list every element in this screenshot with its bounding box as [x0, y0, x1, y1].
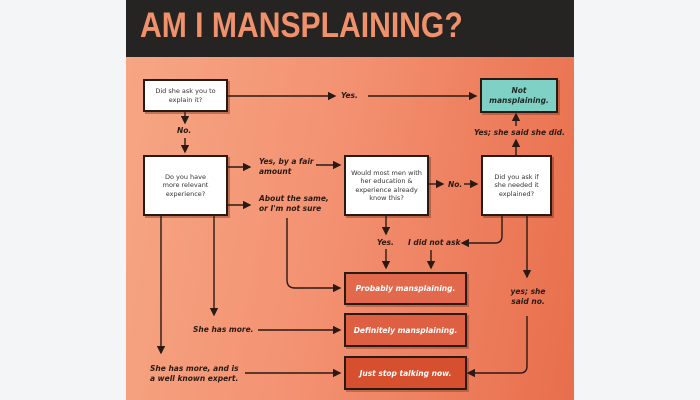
answer-no: No. — [177, 126, 192, 135]
answer-she-is-expert: She has more, and is a well known expert… — [150, 364, 239, 383]
answer-she-has-more: She has more. — [193, 325, 254, 334]
question-most-men-know: Would most men with her education & expe… — [344, 155, 429, 216]
answer-no-q3: No. — [448, 180, 463, 189]
outcome-probably-mansplaining: Probably mansplaining. — [344, 272, 467, 305]
answer-yes-she-did: Yes; she said she did. — [474, 128, 565, 137]
outcome-stop-talking: Just stop talking now. — [344, 356, 467, 390]
poster-header: AM I MANSPLAINING? — [126, 0, 574, 57]
outcome-definitely-mansplaining: Definitely mansplaining. — [344, 313, 467, 347]
answer-about-same: About the same, or I'm not sure — [259, 194, 329, 213]
question-asked-if-needed: Did you ask if she needed it explained? — [481, 155, 552, 216]
outcome-not-mansplaining: Not mansplaining. — [480, 78, 558, 113]
poster-title: AM I MANSPLAINING? — [140, 6, 463, 45]
answer-yes-she-said-no: yes; she said no. — [510, 287, 546, 306]
answer-yes-fair-amount: Yes, by a fair amount — [259, 157, 314, 176]
answer-did-not-ask: I did not ask — [408, 238, 461, 247]
answer-yes-q3: Yes. — [377, 238, 394, 247]
answer-yes: Yes. — [341, 91, 358, 100]
question-relevant-experience: Do you have more relevant experience? — [143, 155, 228, 216]
question-asked-to-explain: Did she ask you to explain it? — [143, 79, 228, 112]
